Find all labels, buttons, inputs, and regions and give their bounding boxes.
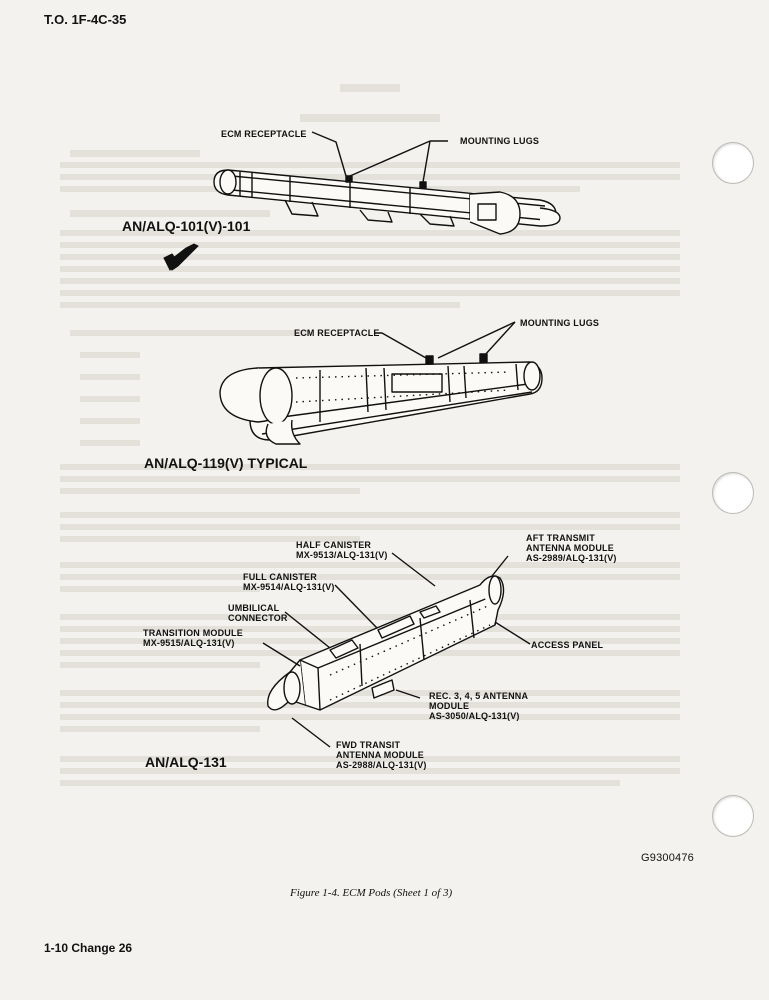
access-panel-label: ACCESS PANEL bbox=[531, 640, 604, 650]
alq-119-title: AN/ALQ-119(V) TYPICAL bbox=[144, 455, 308, 471]
figure-id: G9300476 bbox=[641, 852, 694, 864]
binder-hole-middle bbox=[712, 472, 754, 514]
alq-101-ecm-receptacle-label: ECM RECEPTACLE bbox=[221, 129, 307, 139]
alq-101-mounting-lugs-label: MOUNTING LUGS bbox=[460, 136, 540, 146]
fwd-transit-antenna-label: FWD TRANSIT ANTENNA MODULE AS-2988/ALQ-1… bbox=[336, 740, 427, 770]
binder-hole-top bbox=[712, 142, 754, 184]
page-footer: 1-10 Change 26 bbox=[44, 941, 133, 955]
alq-101-title: AN/ALQ-101(V)-101 bbox=[122, 218, 251, 234]
alq-119-ecm-receptacle-label: ECM RECEPTACLE bbox=[294, 328, 380, 338]
half-canister-label: HALF CANISTER MX-9513/ALQ-131(V) bbox=[296, 540, 388, 560]
transition-module-label: TRANSITION MODULE MX-9515/ALQ-131(V) bbox=[143, 628, 243, 648]
alq-131-title: AN/ALQ-131 bbox=[145, 754, 227, 770]
full-canister-label: FULL CANISTER MX-9514/ALQ-131(V) bbox=[243, 572, 335, 592]
umbilical-connector-label: UMBILICAL CONNECTOR bbox=[228, 603, 288, 623]
alq-119-mounting-lugs-label: MOUNTING LUGS bbox=[520, 318, 600, 328]
binder-hole-bottom bbox=[712, 795, 754, 837]
aft-transmit-antenna-label: AFT TRANSMIT ANTENNA MODULE AS-2989/ALQ-… bbox=[526, 533, 617, 563]
rec-antenna-module-label: REC. 3, 4, 5 ANTENNA MODULE AS-3050/ALQ-… bbox=[429, 691, 529, 721]
technical-order-number: T.O. 1F-4C-35 bbox=[44, 12, 127, 27]
figure-caption: Figure 1-4. ECM Pods (Sheet 1 of 3) bbox=[290, 887, 453, 899]
